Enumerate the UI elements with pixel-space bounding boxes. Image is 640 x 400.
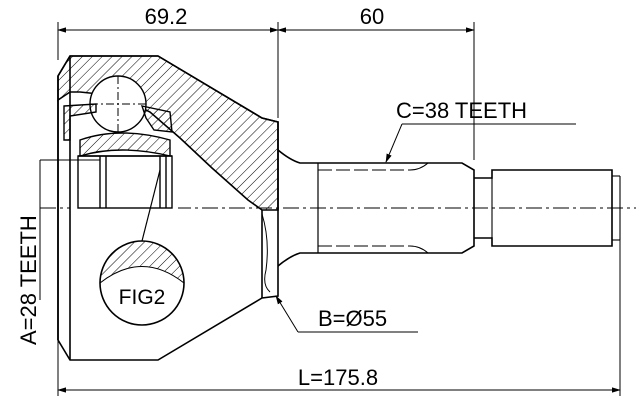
leader-abs-diameter (275, 295, 418, 333)
leader-outer-teeth (385, 123, 576, 163)
ball-cage (63, 75, 173, 209)
fig2-label: FIG2 (119, 286, 166, 309)
outer-teeth-label: C=38 TEETH (396, 98, 527, 123)
fig2-detail: FIG2 (99, 169, 185, 326)
stem-shaft (277, 149, 621, 267)
leader-inner-teeth (39, 159, 100, 300)
dim-total-length (57, 240, 621, 396)
dim-shaft-length (277, 22, 475, 160)
shaft-length-value: 60 (360, 4, 384, 29)
housing-length-value: 69.2 (145, 4, 188, 29)
abs-diameter-label: B=Ø55 (318, 306, 387, 331)
inner-teeth-label: A=28 TEETH (16, 215, 41, 345)
dim-housing-length (57, 22, 279, 118)
total-length-value: L=175.8 (298, 365, 378, 390)
